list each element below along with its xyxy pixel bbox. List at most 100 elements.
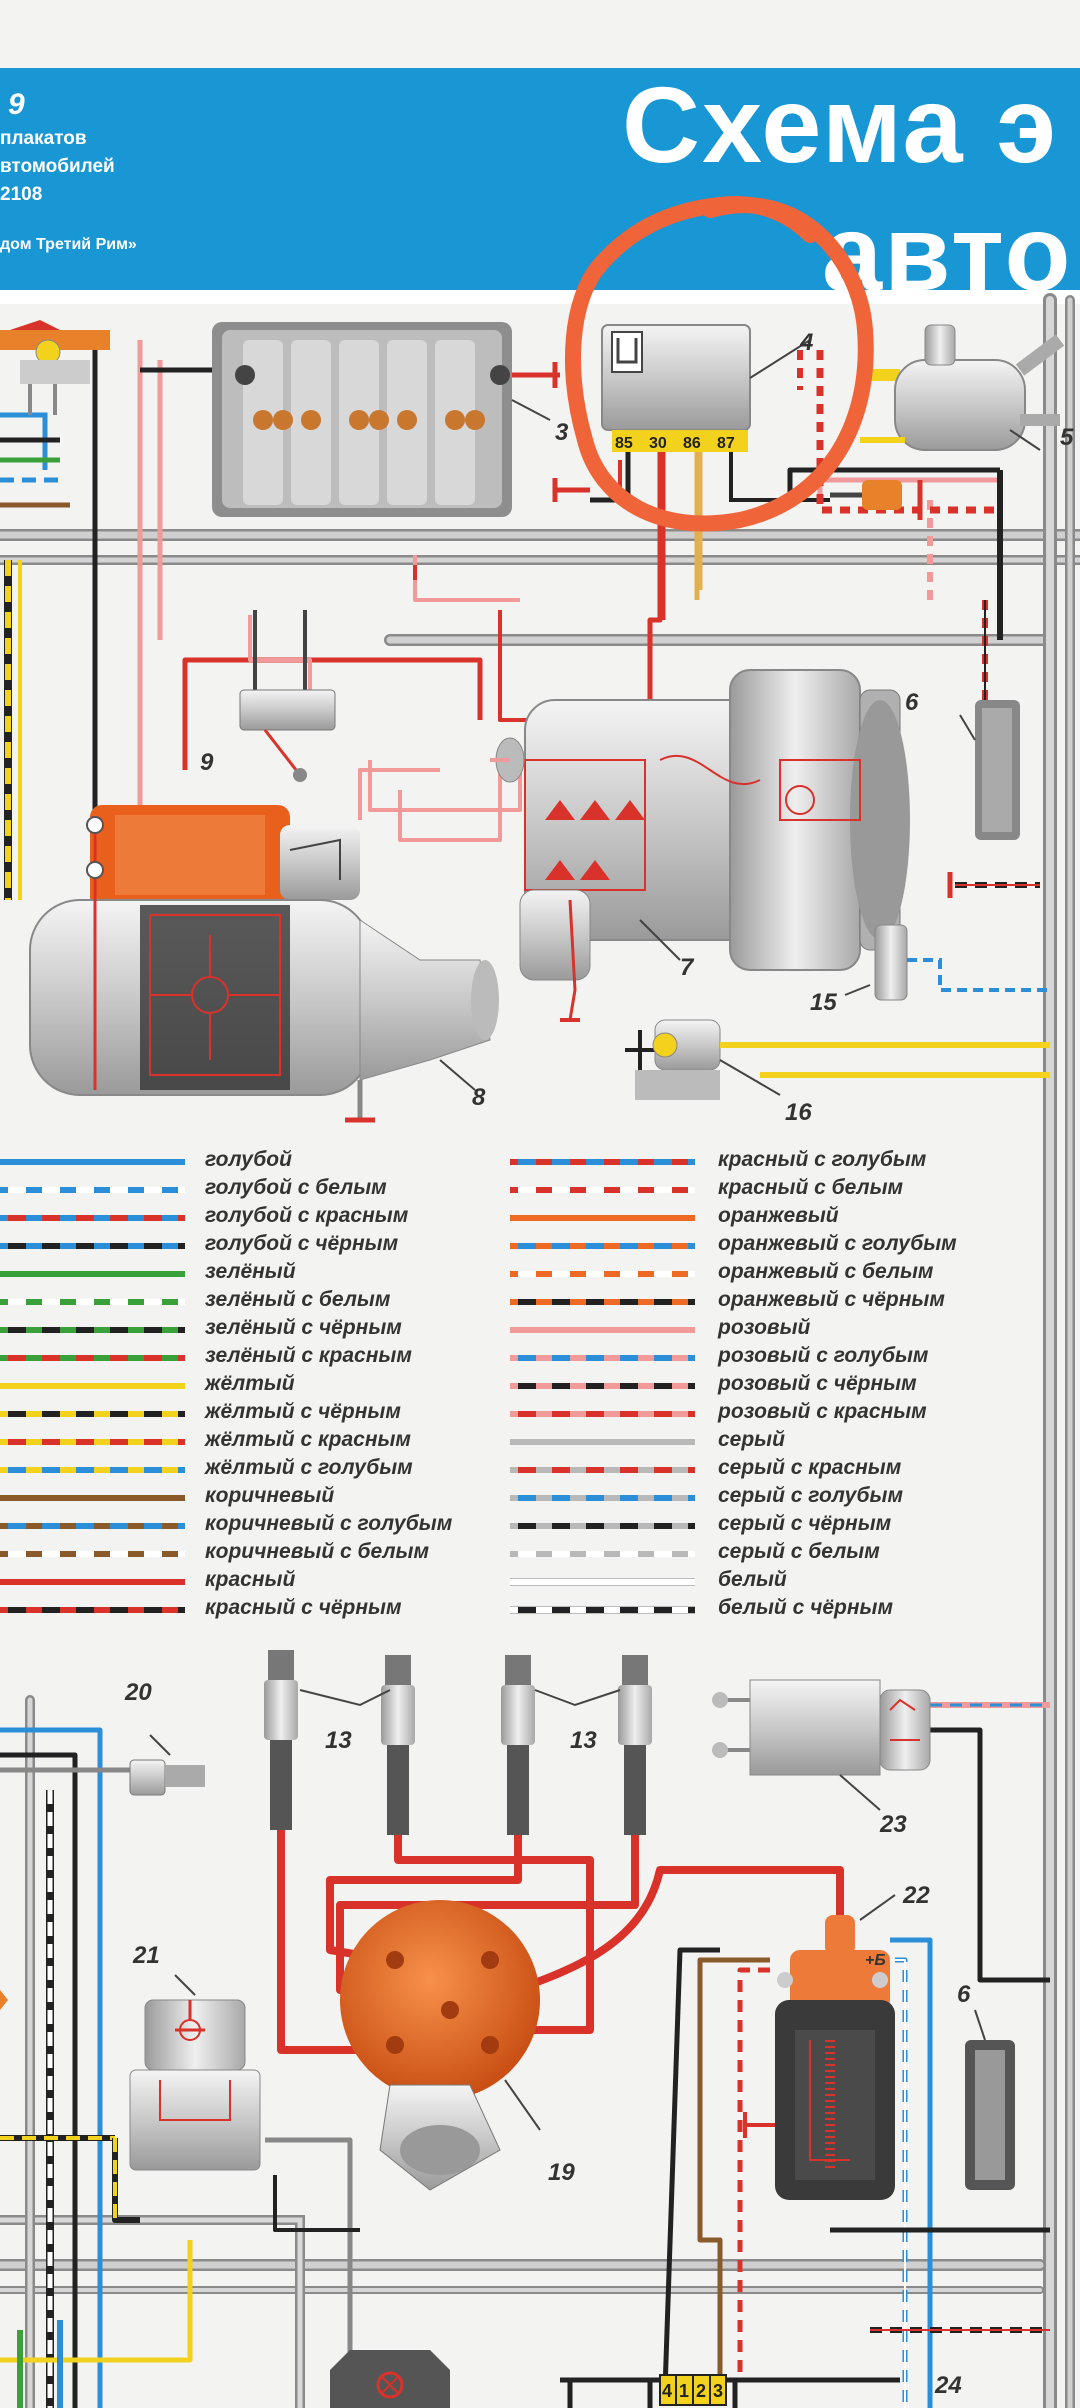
annotation-circle xyxy=(565,196,874,532)
callout-16: 16 xyxy=(785,1099,812,1126)
fuse-box-component xyxy=(212,322,560,517)
legend-label-left-12: коричневый xyxy=(205,1484,335,1507)
poster-title-line1: Схема э xyxy=(622,64,1059,185)
poster-publisher: дом Третий Рим» xyxy=(0,236,137,253)
relay-component xyxy=(552,324,830,620)
main-harness xyxy=(0,293,1080,2408)
callout-4: 4 xyxy=(799,329,813,356)
connector-pin-4: 4 xyxy=(662,2381,672,2401)
legend-label-right-9: розовый с красным xyxy=(718,1400,927,1423)
fuel-pump-component xyxy=(816,324,1065,514)
callout-15: 15 xyxy=(810,989,837,1016)
callout-7: 7 xyxy=(680,954,695,981)
poster-number: 9 xyxy=(8,88,25,121)
legend-label-left-5: зелёный с белым xyxy=(205,1288,391,1311)
wires-top-left xyxy=(0,340,98,900)
connector-pin-2: 2 xyxy=(696,2381,706,2401)
legend-label-left-1: голубой с белым xyxy=(205,1176,387,1199)
bottom-connector xyxy=(659,2374,727,2406)
spark-plug xyxy=(381,1655,415,1835)
lower-wires xyxy=(0,1702,1050,2408)
poster-series-line2: втомобилей xyxy=(0,156,115,177)
callout-22: 22 xyxy=(902,1882,930,1909)
relay-pin-30: 30 xyxy=(649,435,667,452)
callout-24: 24 xyxy=(934,2372,962,2399)
legend-label-left-4: зелёный xyxy=(205,1260,296,1283)
callout-6-top: 6 xyxy=(905,689,919,716)
callout-3: 3 xyxy=(555,419,569,446)
legend-label-right-1: красный с белым xyxy=(718,1176,904,1199)
callout-20: 20 xyxy=(124,1679,152,1706)
legend-label-left-9: жёлтый с чёрным xyxy=(205,1400,401,1423)
legend-label-right-13: серый с чёрным xyxy=(718,1512,892,1535)
callout-5: 5 xyxy=(1060,424,1074,451)
legend-label-right-16: белый с чёрным xyxy=(718,1596,894,1619)
spark-plugs xyxy=(264,1650,652,1835)
callout-labels-lower: 13 13 20 21 22 23 19 6 24 +Б xyxy=(124,1679,971,2399)
sensor-6-bottom-component xyxy=(965,2009,1015,2190)
wire-color-legend xyxy=(0,1159,695,1614)
sensor-16-component xyxy=(625,1019,1050,1100)
relay-pin-85: 85 xyxy=(615,435,633,452)
fuse-row xyxy=(235,340,510,505)
left-edge-bolt xyxy=(0,1990,8,2010)
header-divider xyxy=(0,290,1080,304)
poster-model: 2108 xyxy=(0,184,43,205)
relay-pin-labels: 85 30 86 87 xyxy=(615,435,735,452)
connector-pin-labels: 4 1 2 3 xyxy=(662,2381,723,2401)
legend-label-left-11: жёлтый с голубым xyxy=(205,1456,413,1479)
spark-plug xyxy=(264,1650,298,1830)
callout-13-right: 13 xyxy=(570,1727,597,1754)
relay-pin-86: 86 xyxy=(683,435,701,452)
legend-label-left-3: голубой с чёрным xyxy=(205,1232,399,1255)
legend-label-right-8: розовый с чёрным xyxy=(718,1372,917,1395)
connector-pin-1: 1 xyxy=(679,2381,689,2401)
relay-pin-87: 87 xyxy=(717,435,735,452)
ignition-coil-component xyxy=(743,1894,896,2200)
connector-pin-3: 3 xyxy=(713,2381,723,2401)
legend-label-left-14: коричневый с белым xyxy=(205,1540,429,1563)
legend-label-right-15: белый xyxy=(718,1568,787,1591)
legend-label-right-12: серый с голубым xyxy=(718,1484,904,1507)
callout-8: 8 xyxy=(472,1084,486,1111)
legend-label-left-2: голубой с красным xyxy=(205,1204,409,1227)
sensor-20-component xyxy=(0,1734,205,1796)
legend-label-right-7: розовый с голубым xyxy=(718,1344,929,1367)
callout-19: 19 xyxy=(548,2159,575,2186)
legend-label-left-15: красный xyxy=(205,1568,296,1591)
poster-series-line1: плакатов xyxy=(0,128,87,149)
callout-23: 23 xyxy=(879,1811,907,1838)
legend-label-left-0: голубой xyxy=(205,1148,292,1171)
callout-9: 9 xyxy=(200,749,214,776)
spark-plug xyxy=(501,1655,535,1835)
power-wires xyxy=(137,340,1003,880)
alternator-component xyxy=(490,669,910,1022)
ground-symbol xyxy=(947,872,1040,898)
legend-label-right-4: оранжевый с белым xyxy=(718,1260,934,1283)
poster-header: 9 плакатов втомобилей 2108 дом Третий Ри… xyxy=(0,68,1080,290)
top-left-lamp xyxy=(0,320,110,415)
legend-label-left-8: жёлтый xyxy=(205,1372,295,1395)
legend-label-left-13: коричневый с голубым xyxy=(205,1512,453,1535)
legend-label-right-5: оранжевый с чёрным xyxy=(718,1288,945,1311)
distributor-component xyxy=(340,1900,541,2191)
bottom-lamp xyxy=(330,2350,450,2408)
sensor-6-component xyxy=(959,700,1020,840)
oil-pressure-switch xyxy=(239,610,336,782)
callout-13-left: 13 xyxy=(325,1727,352,1754)
legend-label-left-16: красный с чёрным xyxy=(205,1596,402,1619)
spark-plug xyxy=(618,1655,652,1835)
legend-label-right-14: серый с белым xyxy=(718,1540,880,1563)
vacuum-sensor-21 xyxy=(129,1974,261,2171)
legend-label-left-10: жёлтый с красным xyxy=(205,1428,411,1451)
callout-labels: 3 4 5 6 7 8 9 15 16 xyxy=(200,329,1074,1126)
legend-label-right-3: оранжевый с голубым xyxy=(718,1232,957,1255)
sensor-23-component xyxy=(712,1679,931,1811)
sensor-15-component xyxy=(844,924,1050,1001)
starter-component xyxy=(29,805,499,1123)
legend-label-left-7: зелёный с красным xyxy=(205,1344,412,1367)
legend-label-right-2: оранжевый xyxy=(718,1204,839,1227)
callout-6-bottom: 6 xyxy=(957,1981,971,2008)
